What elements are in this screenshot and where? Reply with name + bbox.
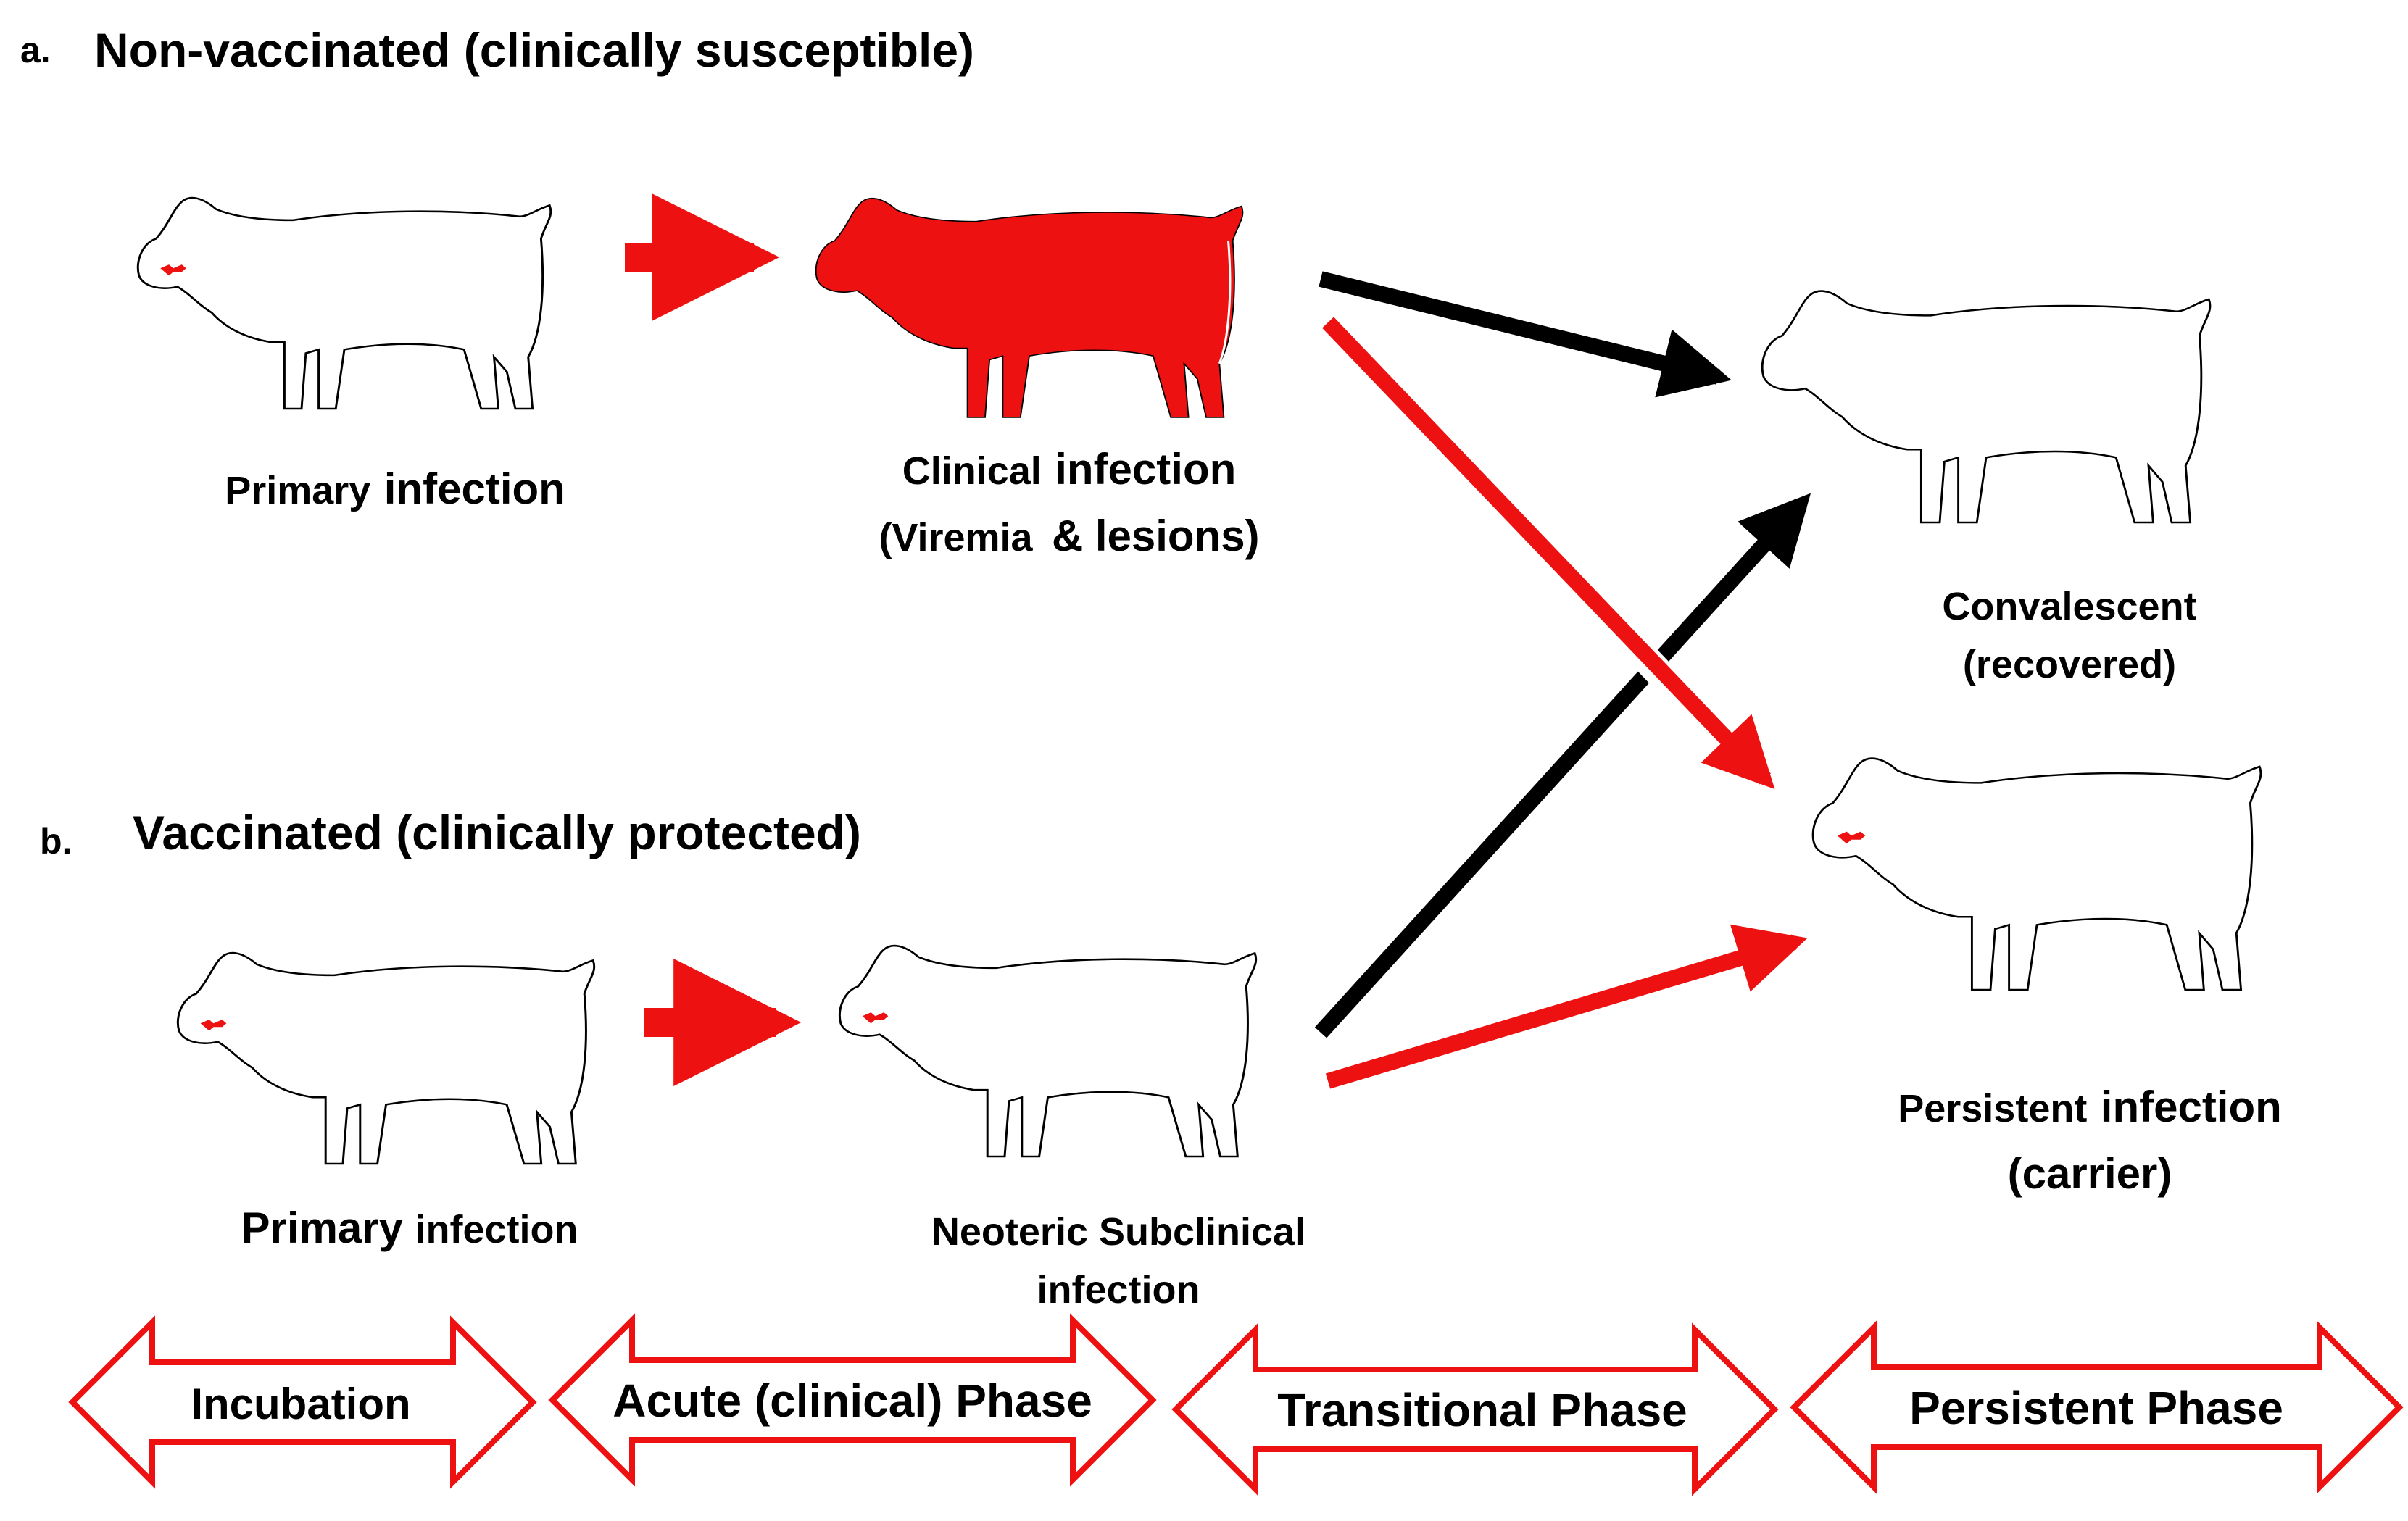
section-a-letter: a. bbox=[20, 30, 51, 70]
label-a-clinical-line1: Clinical infection bbox=[902, 445, 1237, 493]
arrow-b-neoteric-to-persistent bbox=[1325, 924, 1808, 1089]
phase-label-incubation: Incubation bbox=[191, 1380, 410, 1428]
double-arrow-icon bbox=[1790, 1320, 2404, 1494]
lesion-mark-icon bbox=[200, 1020, 227, 1031]
cow-icon-b-primary bbox=[178, 953, 594, 1164]
lesion-mark-icon bbox=[1837, 831, 1866, 844]
arrow-a-clinical-to-convalescent bbox=[1319, 271, 1732, 398]
label-a-clinical-line2: (Viremia & lesions) bbox=[879, 512, 1259, 560]
double-arrow-icon bbox=[68, 1315, 537, 1489]
phase-arrow-persistent: Persistent Phase bbox=[1790, 1320, 2404, 1494]
arrow-a-clinical-to-persistent bbox=[1322, 317, 1775, 789]
phase-label-acute: Acute (clinical) Phase bbox=[613, 1375, 1092, 1427]
phase-label-transitional: Transitional Phase bbox=[1277, 1384, 1687, 1436]
label-persistent-line1: Persistent infection bbox=[1898, 1083, 2282, 1131]
lesion-mark-icon bbox=[160, 264, 186, 276]
arrow-b-neoteric-to-convalescent bbox=[1314, 493, 1811, 1038]
cow-icon-persistent bbox=[1813, 759, 2261, 990]
label-persistent-line2: (carrier) bbox=[2008, 1149, 2172, 1198]
phase-label-persistent: Persistent Phase bbox=[1909, 1382, 2283, 1434]
section-b-title: Vaccinated (clinically protected) bbox=[133, 806, 861, 859]
cow-icon-b-neoteric bbox=[839, 946, 1255, 1157]
label-convalescent-line1: Convalescent bbox=[1942, 585, 2196, 628]
double-arrow-icon bbox=[1171, 1322, 1779, 1496]
label-convalescent-line2: (recovered) bbox=[1963, 643, 2176, 686]
label-b-neoteric-line1: Neoteric Subclinical bbox=[931, 1210, 1305, 1254]
cow-icon-a-clinical bbox=[816, 199, 1243, 417]
section-a-title: Non-vaccinated (clinically susceptible) bbox=[94, 23, 974, 77]
lesion-mark-icon bbox=[862, 1012, 889, 1024]
double-arrow-icon bbox=[548, 1313, 1157, 1487]
cow-icon-a-primary bbox=[138, 198, 551, 409]
phase-arrow-acute: Acute (clinical) Phase bbox=[548, 1313, 1157, 1487]
label-b-neoteric-line2: infection bbox=[1037, 1268, 1200, 1312]
phase-arrow-transitional: Transitional Phase bbox=[1171, 1322, 1779, 1496]
label-a-primary: Primary infection bbox=[225, 464, 565, 513]
cow-icon-convalescent bbox=[1762, 291, 2210, 522]
section-b-letter: b. bbox=[40, 821, 72, 862]
phase-arrow-incubation: Incubation bbox=[68, 1315, 537, 1489]
label-b-primary: Primary infection bbox=[241, 1204, 578, 1252]
